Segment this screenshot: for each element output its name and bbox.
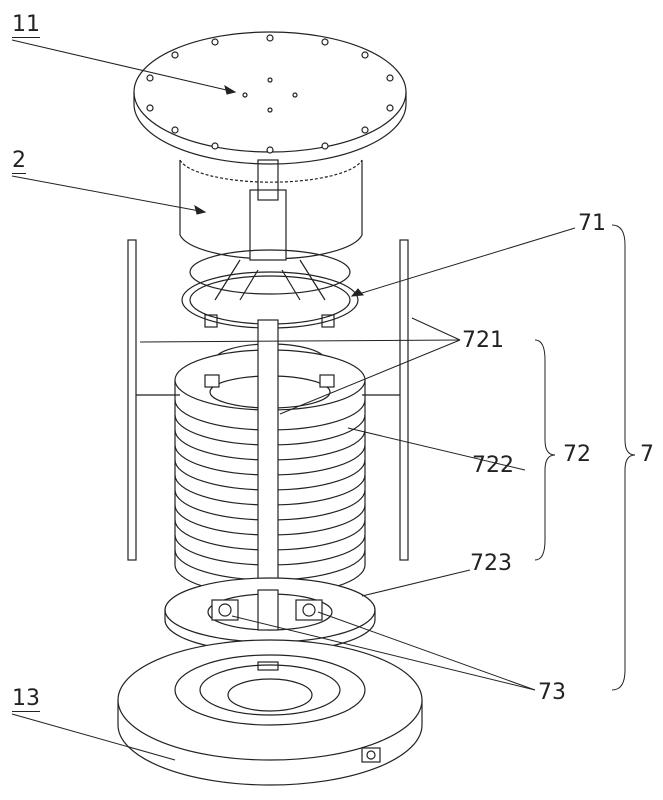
- top-plate: [133, 31, 407, 165]
- base: [117, 639, 423, 786]
- label-group-72: 72: [563, 442, 591, 467]
- label-lower-ring: 723: [470, 551, 512, 576]
- label-side-plates: 721: [462, 328, 504, 353]
- label-disc-stack: 722: [472, 453, 514, 478]
- label-connectors: 73: [538, 680, 566, 705]
- lower-ring: [164, 577, 376, 653]
- leader-lines: [11, 39, 636, 761]
- side-plates: [127, 239, 409, 561]
- label-base: 13: [12, 686, 40, 712]
- label-housing: 2: [12, 148, 26, 174]
- housing-cylinder: [179, 159, 363, 261]
- label-ring: 71: [578, 211, 606, 236]
- disc-stack: [174, 319, 366, 631]
- ring-71: [181, 249, 359, 329]
- label-assembly-7: 7: [640, 442, 654, 467]
- label-top-plate: 11: [12, 12, 40, 38]
